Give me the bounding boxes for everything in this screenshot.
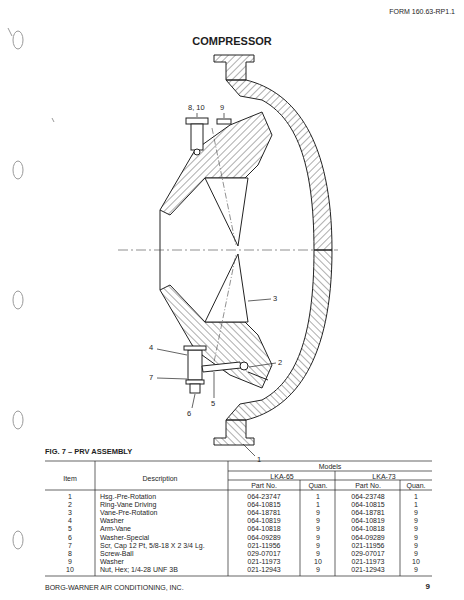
table-cell: 021-11973 [352, 558, 385, 565]
table-cell: 064-23748 [351, 493, 384, 500]
table-cell: 064-18781 [247, 509, 280, 516]
callout-number: 2 [278, 359, 282, 367]
table-cell: 5 [68, 525, 72, 532]
table-cell: 1 [68, 493, 72, 500]
table-cell: 9 [414, 542, 418, 549]
table-cell: 9 [414, 534, 418, 541]
table-cell: Hsg.-Pre-Rotation [100, 493, 156, 500]
table-cell: 7 [68, 542, 72, 549]
table-cell: 4 [68, 517, 72, 524]
table-cell: Nut, Hex; 1/4-28 UNF 3B [100, 566, 178, 573]
table-cell: 2 [68, 501, 72, 508]
table-cell: 9 [414, 566, 418, 573]
table-cell: Scr, Cap 12 Pt, 5/8-18 X 2 3/4 Lg. [100, 542, 205, 549]
callout-number: 7 [149, 374, 153, 382]
table-cell: 1 [414, 493, 418, 500]
table-cell: 021-12943 [247, 566, 280, 573]
table-cell: Screw-Ball [100, 550, 133, 557]
table-cell: 1 [414, 501, 418, 508]
table-cell: 9 [316, 542, 320, 549]
table-cell: 064-10819 [247, 517, 280, 524]
table-cell: 9 [316, 509, 320, 516]
callout-number: 4 [149, 344, 153, 352]
center-line [118, 250, 338, 251]
table-cell: 064-09289 [247, 534, 280, 541]
table-cell: 8 [68, 550, 72, 557]
table-cell: Washer [100, 517, 124, 524]
hole-punch [13, 161, 23, 179]
table-cell: 9 [316, 566, 320, 573]
table-cell: 9 [316, 517, 320, 524]
figure-caption: FIG. 7 – PRV ASSEMBLY [45, 448, 132, 456]
screw-assembly [186, 118, 231, 155]
table-header: Quan. [308, 482, 327, 489]
table-cell: 9 [414, 550, 418, 557]
table-header: Description [142, 475, 177, 482]
hole-punch [13, 531, 23, 549]
table-cell: 10 [314, 558, 322, 565]
table-cell: 10 [412, 558, 420, 565]
table-cell: 064-10815 [247, 501, 280, 508]
table-cell: 064-10818 [247, 525, 280, 532]
table-cell: 9 [316, 525, 320, 532]
callout-number: 3 [273, 295, 277, 303]
callout-number: 9 [220, 104, 224, 112]
table-cell: 064-10815 [351, 501, 384, 508]
housing-upper [160, 55, 332, 250]
table-header: Part No. [355, 482, 381, 489]
hole-punch [13, 31, 23, 49]
table-cell: 064-10819 [351, 517, 384, 524]
callout-number: 5 [211, 400, 215, 408]
table-cell: Arm-Vane [100, 525, 131, 532]
hole-punch [13, 411, 23, 429]
table-cell: 10 [66, 566, 74, 573]
table-cell: 064-09289 [351, 534, 384, 541]
table-cell: 021-11956 [248, 542, 281, 549]
table-cell: 1 [316, 493, 320, 500]
form-number: FORM 160.63-RP1.1 [389, 8, 455, 15]
table-cell: 021-11973 [248, 558, 281, 565]
table-cell: 6 [68, 534, 72, 541]
table-cell: Washer-Special [100, 534, 149, 541]
table-cell: 064-23747 [247, 493, 280, 500]
table-cell: Ring-Vane Driving [100, 501, 156, 508]
table-cell: 9 [414, 517, 418, 524]
housing-lower [160, 250, 332, 445]
callout-number: 8, 10 [188, 104, 205, 112]
table-header: LKA-65 [270, 473, 293, 480]
footer-company: BORG-WARNER AIR CONDITIONING, INC. [45, 584, 184, 591]
table-header: Quan. [406, 482, 425, 489]
table-cell: 9 [316, 534, 320, 541]
table-cell: 3 [68, 509, 72, 516]
table-rules [45, 461, 432, 576]
table-header: Part No. [251, 482, 277, 489]
table-header: Models [319, 463, 342, 470]
table-cell: 021-11956 [352, 542, 385, 549]
leader-lines [157, 113, 276, 456]
table-cell: 064-18781 [351, 509, 384, 516]
table-cell: 029-07017 [247, 550, 280, 557]
vane-linkage [184, 346, 268, 393]
table-cell: 029-07017 [351, 550, 384, 557]
callout-number: 6 [187, 410, 191, 418]
table-cell: 064-10818 [351, 525, 384, 532]
page-number: 9 [426, 583, 430, 591]
table-cell: 9 [414, 509, 418, 516]
table-cell: 9 [316, 550, 320, 557]
table-cell: Vane-Pre-Rotation [100, 509, 157, 516]
table-header: LKA-73 [372, 473, 395, 480]
table-cell: 9 [68, 558, 72, 565]
table-header: Item [63, 475, 77, 482]
page-title: COMPRESSOR [192, 36, 271, 47]
table-cell: Washer [100, 558, 124, 565]
table-cell: 021-12943 [351, 566, 384, 573]
table-cell: 1 [316, 501, 320, 508]
hole-punch [13, 291, 23, 309]
table-cell: 9 [414, 525, 418, 532]
callout-number: 1 [257, 456, 261, 464]
